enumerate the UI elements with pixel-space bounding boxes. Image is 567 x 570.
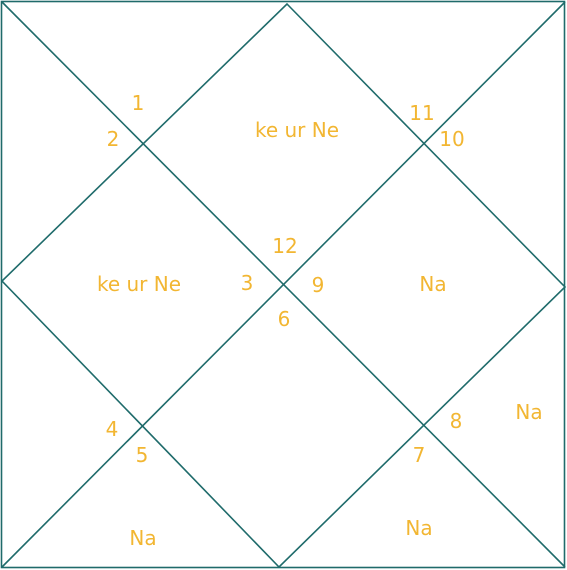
- house-number-10: 10: [439, 127, 464, 151]
- house-number-2: 2: [107, 127, 120, 151]
- house-number-9: 9: [312, 273, 325, 297]
- house-number-7: 7: [413, 443, 426, 467]
- planets-bottom-left-house: Na: [129, 526, 156, 550]
- house-number-5: 5: [136, 443, 149, 467]
- planets-right-edge-house: Na: [515, 400, 542, 424]
- planets-top-house: ke ur Ne: [255, 118, 339, 142]
- house-number-3: 3: [241, 271, 254, 295]
- planets-bottom-right-house: Na: [405, 516, 432, 540]
- planets-right-house: Na: [419, 272, 446, 296]
- house-number-1: 1: [132, 91, 145, 115]
- house-number-4: 4: [106, 417, 119, 441]
- planets-left-house: ke ur Ne: [97, 272, 181, 296]
- house-number-6: 6: [278, 307, 291, 331]
- house-number-11: 11: [409, 101, 434, 125]
- house-number-12: 12: [272, 234, 297, 258]
- house-number-8: 8: [450, 409, 463, 433]
